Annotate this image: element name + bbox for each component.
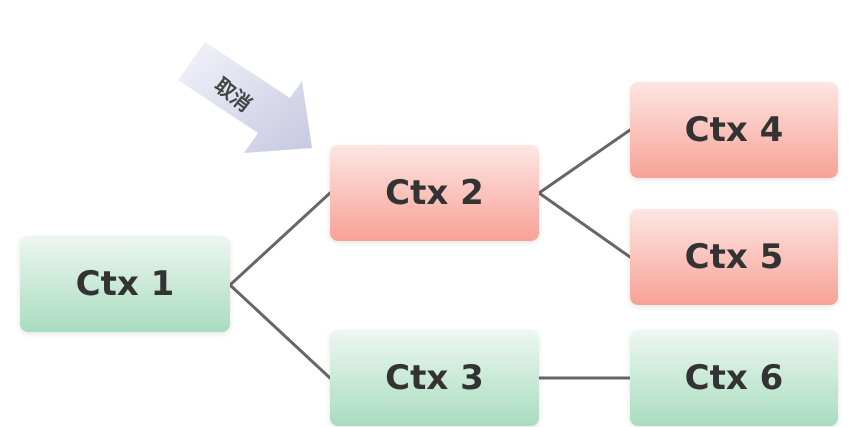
node-ctx-5: Ctx 5 — [630, 209, 838, 305]
node-ctx-2: Ctx 2 — [330, 145, 539, 241]
edge-ctx2-ctx5 — [537, 191, 632, 259]
edge-ctx1-ctx2 — [228, 191, 332, 287]
edge-ctx1-ctx3 — [228, 283, 332, 380]
node-ctx-1: Ctx 1 — [20, 236, 230, 332]
cancel-arrow-icon — [178, 42, 312, 153]
node-ctx-3: Ctx 3 — [330, 330, 539, 426]
node-ctx-4: Ctx 4 — [630, 82, 838, 178]
edge-ctx2-ctx4 — [537, 128, 632, 195]
node-ctx-6: Ctx 6 — [630, 330, 838, 426]
